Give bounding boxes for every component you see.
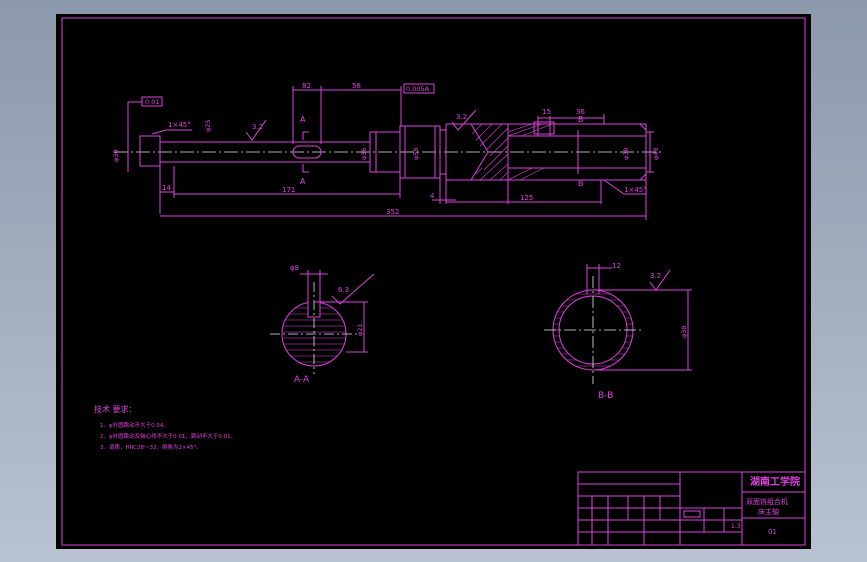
note-3: 3．调质，HRC28～32，倒角为2×45°。 [100, 443, 202, 451]
shaft-main-view: A A B B 82 58 0.005A 15 36 0.01 1×45° φ3… [112, 82, 662, 220]
dim-dia-left: φ30 [112, 149, 120, 162]
note-2: 2．φ外圆跳动及轴心线不大于0.01，跳动不大于0.01。 [100, 432, 236, 440]
notes-title: 技术 要求： [94, 404, 137, 414]
tolerance-top: 0.005A [406, 85, 430, 93]
dim-dia-58: φ58 [412, 147, 420, 160]
dim-82: 82 [302, 82, 311, 90]
section-aa-roughness: 6.3 [338, 286, 349, 294]
shaft-left-end [139, 135, 161, 167]
section-bb-dim-top: 12 [612, 262, 621, 270]
roughness-symbol-2 [451, 109, 477, 131]
dim-352: 352 [386, 208, 399, 216]
drawing-sheet: A A B B 82 58 0.005A 15 36 0.01 1×45° φ3… [56, 14, 811, 549]
note-1: 1．φ外圆跳动不大于0.04。 [100, 421, 169, 429]
section-aa-label: A-A [294, 375, 310, 385]
dim-dia-38: φ38 [622, 147, 630, 160]
section-mark-a-top: A [300, 115, 306, 124]
dim-14: 14 [162, 184, 171, 192]
hatch-cone [470, 123, 553, 181]
chamfer-right: 1×45° [624, 186, 647, 194]
engineering-drawing: A A B B 82 58 0.005A 15 36 0.01 1×45° φ3… [61, 17, 806, 546]
dim-dia-main: φ25 [204, 119, 212, 132]
roughness-2: 3.2 [456, 113, 467, 121]
dim-15: 15 [542, 108, 551, 116]
section-mark-a-bottom: A [300, 177, 306, 186]
keyway [292, 145, 322, 159]
roughness-1: 3.2 [252, 123, 263, 131]
section-aa-roughness-symbol [331, 273, 375, 305]
title-project: 双面铣组合机 [746, 497, 788, 506]
section-mark-b-bottom: B [578, 179, 584, 188]
dim-125: 125 [520, 194, 533, 202]
dim-dia-36: φ36 [360, 147, 368, 160]
title-number: 01 [768, 528, 777, 536]
dim-171: 171 [282, 186, 295, 194]
section-aa-dim-width: φ8 [290, 264, 299, 272]
roughness-symbol-1 [245, 119, 267, 141]
section-bb-roughness: 3.2 [650, 272, 661, 280]
section-bb-label: B-B [598, 391, 613, 401]
tolerance-frame-top [403, 83, 435, 94]
dim-58: 58 [352, 82, 361, 90]
tolerance-left: 0.01 [145, 98, 159, 106]
section-aa: φ8 φ21 6.3 A-A [270, 264, 375, 385]
title-part-name: 床主轴 [758, 507, 779, 516]
section-mark-b-top: B [578, 115, 584, 124]
dim-36: 36 [576, 108, 585, 116]
title-block: 湖南工学院 双面铣组合机 床主轴 1:3 01 [577, 471, 806, 546]
chamfer-left: 1×45° [168, 121, 191, 129]
technical-notes: 技术 要求： 1．φ外圆跳动不大于0.04。 2．φ外圆跳动及轴心线不大于0.0… [94, 404, 236, 451]
drawing-border [61, 17, 806, 546]
section-bb-dim-height: φ38 [680, 325, 688, 338]
title-scale: 1:3 [731, 523, 741, 530]
section-bb-roughness-symbol [649, 269, 671, 291]
title-school: 湖南工学院 [750, 475, 800, 488]
dim-dia-48: φ48 [652, 147, 660, 160]
dim-4: 4 [430, 192, 435, 200]
tolerance-frame-left [141, 96, 163, 107]
section-bb: 12 φ38 3.2 B-B [544, 262, 692, 401]
section-aa-dim-height: φ21 [356, 323, 364, 336]
